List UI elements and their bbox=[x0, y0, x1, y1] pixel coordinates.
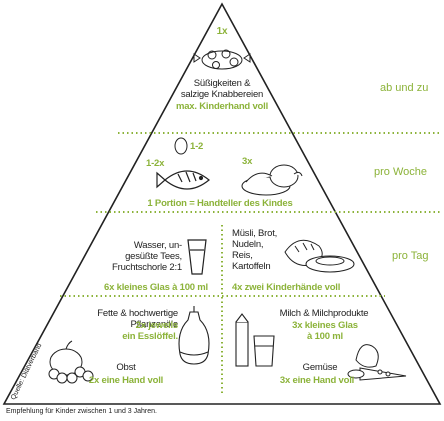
egg-icon bbox=[174, 137, 188, 155]
fish-count: 1-2x bbox=[146, 158, 165, 169]
top-text: Süßigkeiten & salzige Knabbereien bbox=[180, 78, 264, 100]
side-label-bottom: pro Tag bbox=[392, 250, 429, 262]
bread-icon bbox=[284, 239, 355, 273]
portion-text: 1 Portion = Handteller des Kindes bbox=[147, 198, 293, 209]
egg-count: 1-2 bbox=[190, 141, 204, 152]
milk-icon bbox=[235, 313, 275, 367]
oils-text: Fette & hochwertige Pflanzenöle bbox=[97, 308, 178, 330]
fruit-label: Obst bbox=[116, 362, 136, 373]
milk-amount: 3x kleines Glas à 100 ml bbox=[292, 320, 358, 342]
footnote: Empfehlung für Kinder zwischen 1 und 3 J… bbox=[6, 408, 157, 415]
milk-text: Milch & Milchprodukte bbox=[279, 308, 369, 319]
oils-amount: 2x jeweils ein Esslöffel. bbox=[122, 320, 178, 342]
fruit-amount: 2x eine Hand voll bbox=[88, 375, 164, 386]
side-label-top: ab und zu bbox=[380, 82, 429, 94]
top-count: 1x bbox=[216, 26, 228, 37]
fish-icon bbox=[156, 170, 210, 190]
fruit-icon bbox=[48, 340, 94, 384]
veg-label: Gemüse bbox=[302, 362, 338, 373]
grains-amount: 4x zwei Kinderhände voll bbox=[232, 282, 341, 293]
drinks-text: Wasser, un- gesüßte Tees, Fruchtschorle … bbox=[112, 240, 182, 273]
side-label-middle: pro Woche bbox=[374, 166, 427, 178]
drinks-amount: 6x kleines Glas à 100 ml bbox=[104, 282, 208, 293]
meat-icon bbox=[241, 164, 303, 196]
top-amount: max. Kinderhand voll bbox=[175, 101, 269, 112]
oil-carafe-icon bbox=[178, 306, 210, 365]
pyramid-outline bbox=[2, 2, 442, 405]
candy-icon bbox=[193, 49, 251, 70]
vegetable-icon bbox=[347, 344, 407, 381]
water-glass-icon bbox=[187, 239, 207, 275]
veg-amount: 3x eine Hand voll bbox=[279, 375, 355, 386]
grains-text: Müsli, Brot, Nudeln, Reis, Kartoffeln bbox=[232, 228, 278, 272]
meat-count: 3x bbox=[242, 156, 253, 167]
